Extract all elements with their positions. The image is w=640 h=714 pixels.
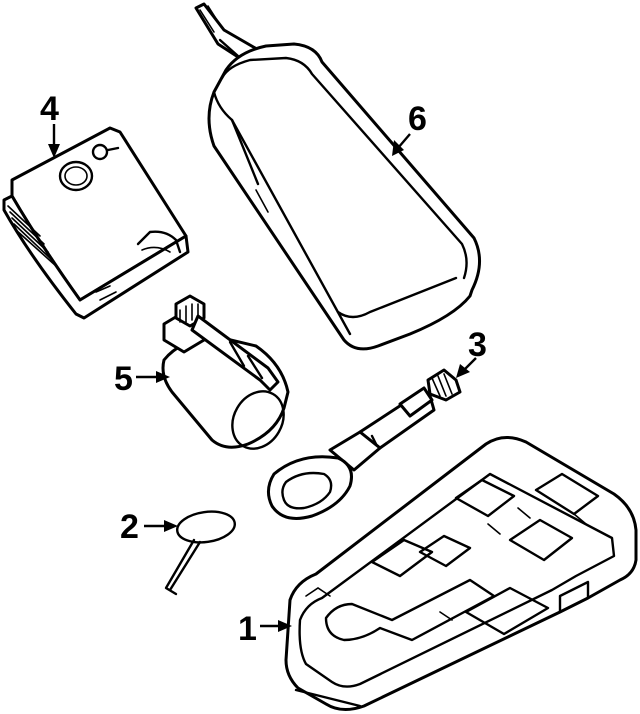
callout-3: 3 — [468, 326, 487, 364]
callout-4: 4 — [40, 90, 59, 128]
part-1-foam-tray — [284, 436, 638, 711]
callout-leaders — [48, 124, 477, 632]
part-6-storage-bag — [194, 2, 481, 351]
part-4-compressor — [2, 126, 190, 320]
part-3-tow-hook — [267, 368, 462, 520]
callout-2: 2 — [120, 508, 139, 546]
part-2-spring-clip — [164, 510, 236, 596]
callout-1: 1 — [238, 610, 257, 648]
part-5-sealant-bottle — [161, 294, 290, 450]
callout-5: 5 — [114, 360, 133, 398]
callout-6: 6 — [408, 100, 427, 138]
